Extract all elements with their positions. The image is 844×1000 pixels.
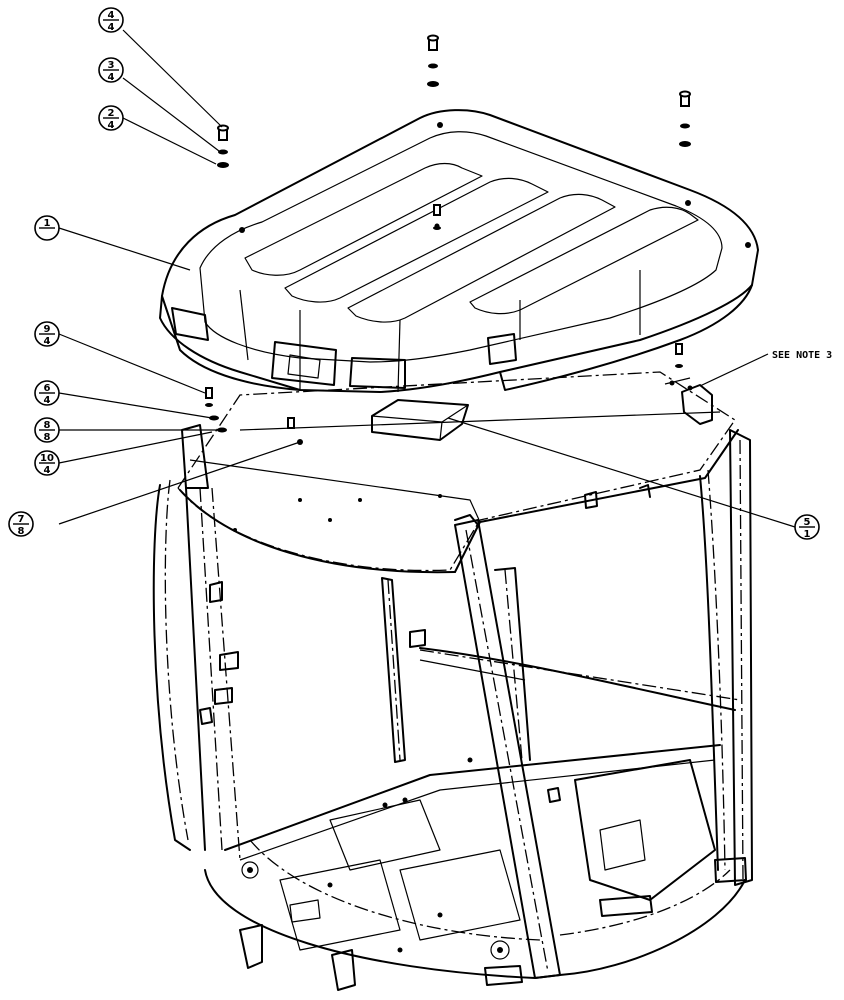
callout-quantity: 4: [108, 22, 115, 33]
callout-item-number: 3: [108, 60, 115, 71]
callout-item-number: 7: [18, 514, 25, 525]
callout-quantity: 4: [44, 465, 51, 476]
hardware-stacks: [205, 34, 691, 445]
callout-quantity: 8: [44, 432, 51, 443]
callout-item-2: 24: [98, 105, 124, 131]
callout-item-number: 5: [804, 517, 811, 528]
callout-quantity: 4: [44, 336, 51, 347]
callout-item-number: 10: [40, 453, 54, 464]
cab-frame: [152, 371, 753, 991]
callout-item-8: 88: [34, 417, 60, 443]
callout-item-6: 64: [34, 380, 60, 406]
callout-item-number: 4: [108, 10, 115, 21]
callout-item-1: 1: [34, 215, 60, 241]
callout-quantity: 1: [804, 529, 811, 540]
leader-lines: [58, 29, 796, 528]
see-note-label: SEE NOTE 3: [772, 350, 832, 361]
roof-panel: [159, 109, 759, 393]
callout-item-number: 2: [108, 108, 115, 119]
callout-item-9: 94: [34, 321, 60, 347]
callout-item-number: 6: [44, 383, 51, 394]
callout-item-number: 9: [44, 324, 51, 335]
callout-item-4: 44: [98, 7, 124, 33]
callout-quantity: 4: [108, 72, 115, 83]
callout-quantity: 4: [108, 120, 115, 131]
callout-item-5: 51: [794, 514, 820, 540]
callout-item-10: 104: [34, 450, 60, 476]
callout-item-number: 8: [44, 420, 51, 431]
callout-quantity: 4: [44, 395, 51, 406]
side-bracket: [664, 377, 713, 425]
callout-item-7: 78: [8, 511, 34, 537]
callout-quantity: 8: [18, 526, 25, 537]
callout-item-3: 34: [98, 57, 124, 83]
callout-item-number: 1: [44, 218, 51, 229]
